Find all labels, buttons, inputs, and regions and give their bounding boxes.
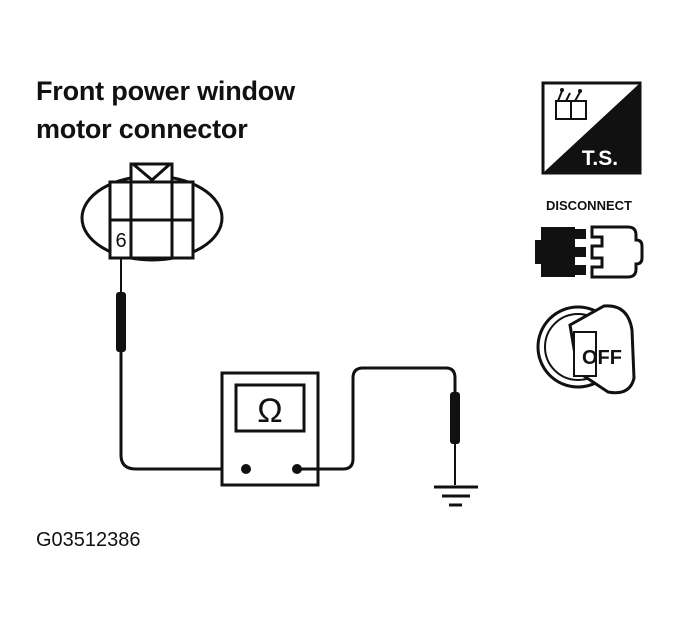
diagram-title: Front power window motor connector bbox=[36, 72, 295, 148]
ground-icon bbox=[434, 485, 478, 507]
meter-display bbox=[234, 383, 306, 433]
lead-wire-right bbox=[297, 366, 457, 471]
ohm-symbol: Ω bbox=[257, 392, 282, 430]
latch-chevron-icon bbox=[132, 162, 171, 182]
ts-label: T.S. bbox=[582, 147, 618, 170]
disconnect-label: DISCONNECT bbox=[546, 198, 632, 213]
ignition-off-icon: OFF bbox=[536, 304, 636, 395]
troubleshooting-icon: T.S. bbox=[541, 81, 642, 175]
tester-icon bbox=[555, 88, 587, 120]
test-probe-right bbox=[450, 392, 460, 485]
lead-wire-left bbox=[119, 454, 244, 471]
plug-right-icon bbox=[590, 225, 644, 279]
figure-id: G03512386 bbox=[36, 529, 141, 551]
title-line-2: motor connector bbox=[36, 114, 248, 144]
test-probe-left bbox=[116, 258, 126, 455]
motor-connector: 6 bbox=[80, 162, 224, 262]
plug-left-icon bbox=[535, 227, 586, 277]
disconnect-icon: DISCONNECT bbox=[535, 198, 644, 279]
meter-terminal-left bbox=[241, 464, 251, 474]
pin-number-label: 6 bbox=[115, 230, 126, 252]
off-label: OFF bbox=[582, 347, 622, 369]
title-line-1: Front power window bbox=[36, 76, 295, 106]
